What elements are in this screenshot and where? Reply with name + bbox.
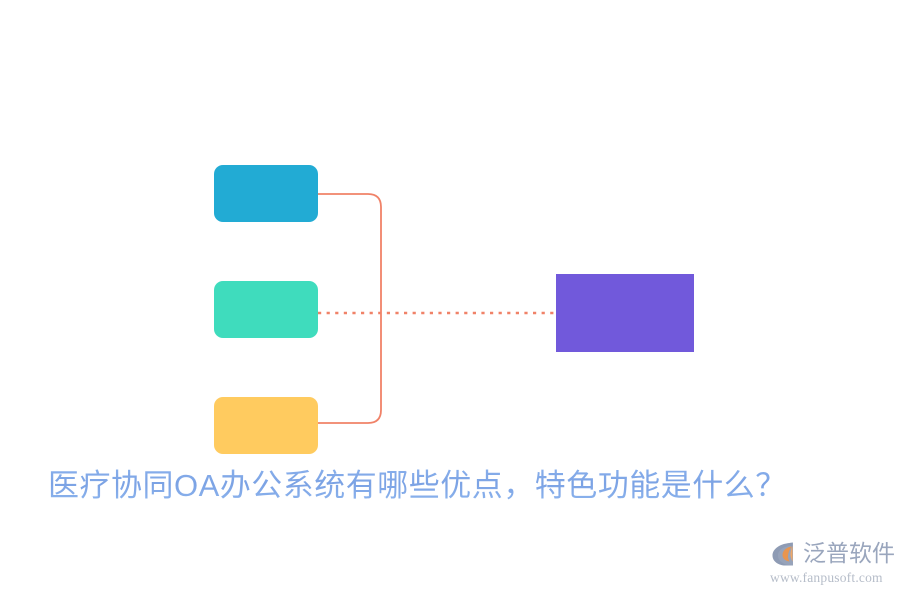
brand-logo-name: 泛普软件 bbox=[803, 541, 895, 567]
diagram-node-green[interactable] bbox=[214, 281, 318, 338]
diagram-node-blue[interactable] bbox=[214, 165, 318, 222]
connector-blue-trunk-path bbox=[317, 193, 382, 424]
page-title: 医疗协同OA办公系统有哪些优点，特色功能是什么？ bbox=[48, 462, 858, 510]
fanpu-logo-mark-icon bbox=[772, 542, 793, 566]
brand-logo-url: www.fanpusoft.com bbox=[770, 570, 883, 585]
diagram-node-purple[interactable] bbox=[556, 274, 694, 352]
diagram-node-yellow[interactable] bbox=[214, 397, 318, 454]
brand-logo: 泛普软件 www.fanpusoft.com bbox=[770, 539, 895, 587]
